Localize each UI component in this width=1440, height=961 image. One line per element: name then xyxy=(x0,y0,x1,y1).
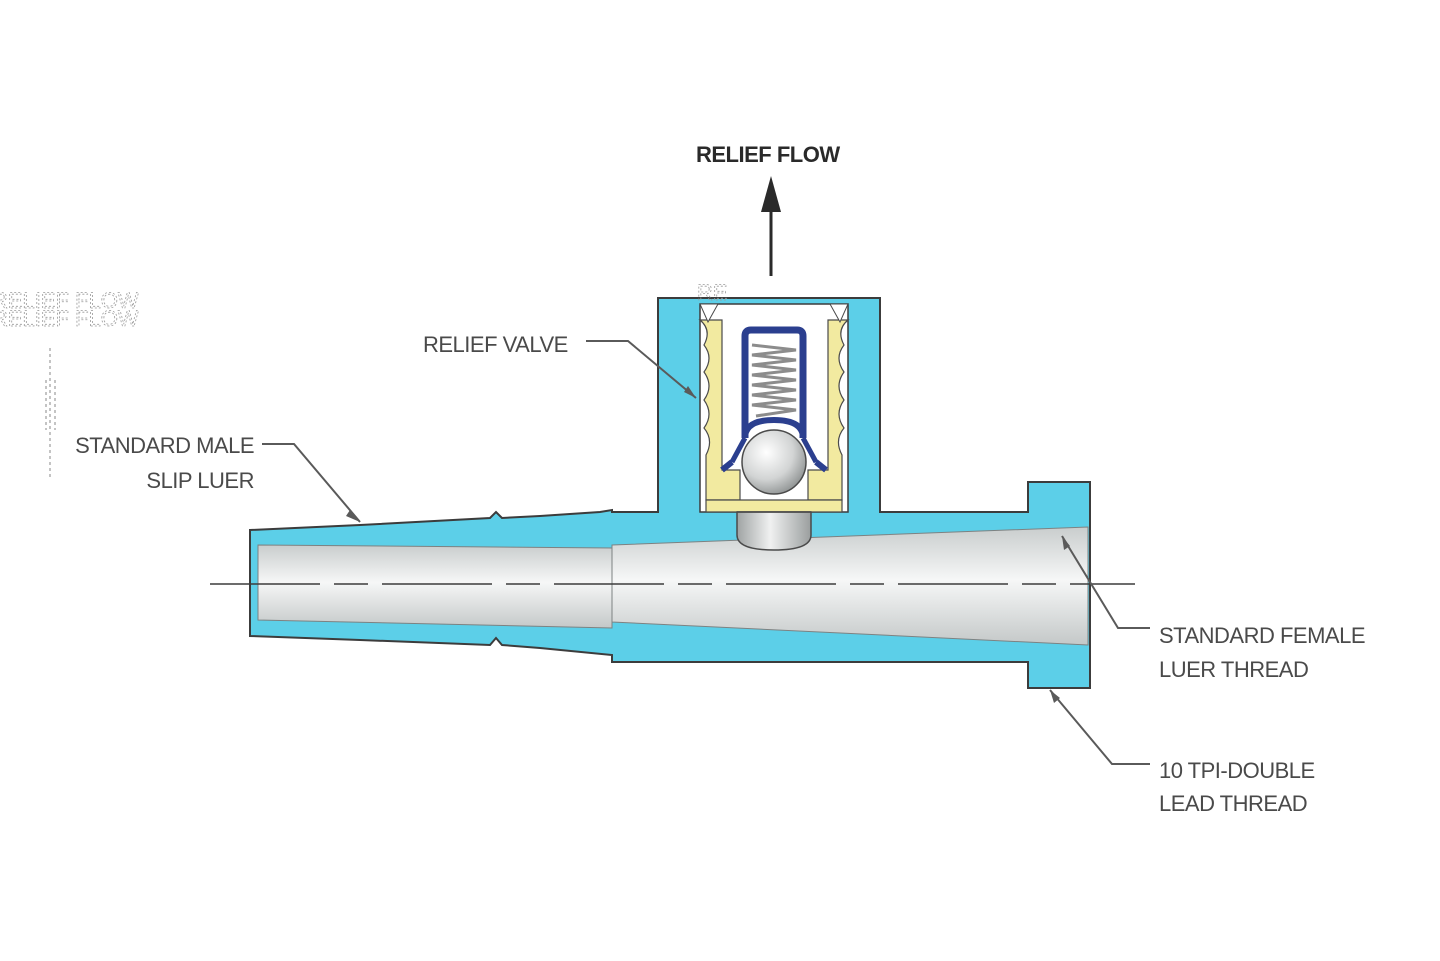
relief-flow-label: RELIEF FLOW xyxy=(696,142,840,167)
female-luer-label-line2: LUER THREAD xyxy=(1159,657,1308,682)
relief-flow-arrow xyxy=(761,176,781,276)
thread-label-line1: 10 TPI-DOUBLE xyxy=(1159,758,1315,783)
ghost-relief-flow-artifact: RELIEF FLOW RELIEF FLOW xyxy=(0,288,139,480)
female-luer-label-line1: STANDARD FEMALE xyxy=(1159,623,1365,648)
male-luer-bore xyxy=(257,544,613,629)
leader-lines xyxy=(262,340,1150,765)
flow-bore xyxy=(257,303,1089,646)
check-ball xyxy=(741,429,807,495)
male-luer-label-line2: SLIP LUER xyxy=(146,468,254,493)
spring xyxy=(751,343,797,418)
vent-port xyxy=(736,511,812,551)
female-luer-bore xyxy=(611,526,1089,646)
svg-text:RELIEF FLOW: RELIEF FLOW xyxy=(0,306,139,331)
male-luer-label-line1: STANDARD MALE xyxy=(75,433,254,458)
svg-text:RELIEF FLOW: RELIEF FLOW xyxy=(0,288,139,313)
relief-valve-label: RELIEF VALVE xyxy=(423,332,568,357)
thread-label-line2: LEAD THREAD xyxy=(1159,791,1307,816)
valve-insert xyxy=(698,303,850,513)
ghost-fragment: RE xyxy=(697,280,728,305)
spring-cage xyxy=(720,326,828,473)
